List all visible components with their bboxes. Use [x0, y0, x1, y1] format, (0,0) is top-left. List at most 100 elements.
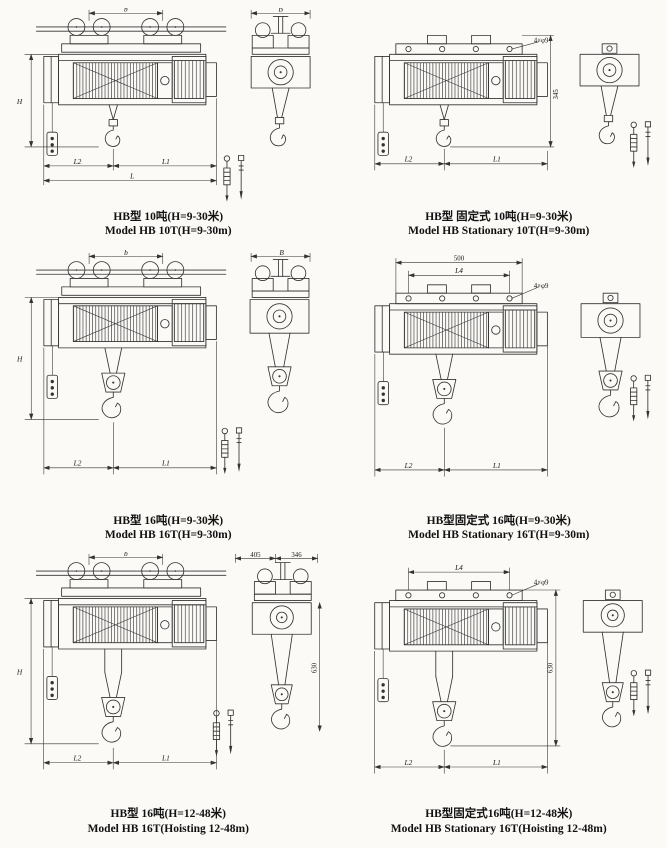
figure-hb-16t-tall: b H L2 L1 405 346 [6, 552, 331, 844]
caption-english: Model HB 16T(H=9-30m) [104, 529, 232, 542]
dim-label-b: b [124, 249, 128, 257]
lug-mounting-plate [395, 581, 523, 602]
dim-label-B: B [280, 249, 285, 257]
caption-chinese: HB型 10吨(H=9-30米) [113, 211, 224, 223]
dimensions-side: L4 4×φ9 630 L2 L1 [373, 563, 561, 774]
dim-label-L1: L1 [161, 754, 170, 763]
hook-block-assembly [432, 353, 457, 425]
caption-english: Model HB Stationary 16T(Hoisting 12-48m) [390, 822, 607, 835]
side-view [374, 581, 548, 748]
hoist-body-side-view [43, 598, 218, 701]
dim-label-b: b [124, 552, 128, 558]
hook-block-assembly [101, 347, 126, 418]
hb-10t-stationary-drawing: 4×φ9 345 L2 L1 [374, 34, 651, 171]
figure-caption: HB型 16吨(H=12-48米) Model HB 16T(Hoisting … [88, 807, 249, 836]
caption-english: Model HB 10T(H=9-30m) [104, 225, 232, 238]
dim-label-630: 630 [547, 663, 554, 674]
rope-accessories [629, 374, 651, 422]
dim-label-H: H [16, 668, 23, 677]
dim-label-L1: L1 [161, 458, 170, 467]
dim-label-405: 405 [251, 552, 262, 559]
figure-hb-10t-stationary: 4×φ9 345 L2 L1 HB型 固定式 10吨(H=9-30 [337, 8, 662, 247]
end-view-body [580, 302, 641, 417]
hook-assembly [105, 104, 121, 147]
caption-chinese: HB型 16吨(H=9-30米) [113, 514, 224, 527]
lug-mounting-plate [395, 34, 523, 55]
dim-label-L1: L1 [492, 460, 501, 469]
dimensions-side: b H L2 L1 [16, 249, 218, 475]
monorail-trolley-assembly [36, 562, 227, 598]
hook-block-assembly [431, 676, 456, 748]
monorail-trolley-assembly [36, 260, 227, 296]
rope-accessories [629, 121, 651, 169]
figure-caption: HB型 16吨(H=9-30米) Model HB 16T(H=9-30m) [105, 514, 232, 543]
end-view-trolley [251, 258, 310, 298]
side-view [374, 34, 548, 156]
dim-label-L2: L2 [403, 155, 412, 164]
hoist-body-side-view [374, 600, 548, 703]
dim-label-H: H [16, 354, 23, 363]
end-view: B [250, 8, 311, 147]
side-view [36, 260, 227, 418]
side-view [36, 562, 227, 743]
figure-hb-10t: b H L2 L1 L B [6, 8, 331, 247]
hook-assembly [435, 104, 451, 147]
dim-label-L2: L2 [403, 460, 412, 469]
dim-label-B: B [279, 8, 284, 14]
end-view [582, 589, 643, 728]
dim-label-holes: 4×φ9 [534, 38, 549, 45]
dim-label-holes: 4×φ9 [534, 283, 549, 290]
dim-label-L2: L2 [73, 754, 82, 763]
dimensions-side: 4×φ9 345 L2 L1 [374, 34, 560, 171]
dim-label-H: H [16, 97, 23, 106]
end-view-body [249, 298, 310, 413]
hb-16t-stationary-tall-drawing: L4 4×φ9 630 L2 L1 [373, 563, 651, 774]
rope-accessories [221, 427, 243, 475]
caption-chinese: HB型 16吨(H=12-48米) [110, 808, 226, 821]
dimensions-side: 500 L4 4×φ9 L2 L1 [374, 255, 549, 477]
figure-hb-16t-stationary-tall: L4 4×φ9 630 L2 L1 [337, 552, 662, 844]
dim-label-630: 630 [312, 663, 319, 674]
caption-english: Model HB Stationary 16T(H=9-30m) [408, 529, 590, 542]
caption-chinese: HB型固定式16吨(H=12-48米) [425, 808, 573, 821]
hoist-body-side-view [43, 53, 218, 156]
end-view-body [582, 600, 643, 728]
hb-16t-drawing: b H L2 L1 B [16, 249, 311, 475]
dimensions-side: b H L2 L1 L [16, 8, 218, 186]
dim-label-holes: 4×φ9 [534, 580, 549, 587]
caption-english: Model HB 16T(Hoisting 12-48m) [87, 822, 249, 835]
end-view-trolley [252, 16, 310, 55]
hb-10t-drawing: b H L2 L1 L B [16, 8, 311, 203]
end-view [580, 292, 641, 417]
dim-label-L2: L2 [73, 157, 82, 166]
dim-label-L1: L1 [492, 758, 501, 767]
dim-label-500: 500 [454, 255, 465, 262]
dim-label-L2: L2 [403, 758, 412, 767]
dim-label-L1: L1 [161, 157, 170, 166]
lug-mounting-plate [395, 284, 523, 304]
dimensions-side: b H L2 L1 [16, 552, 218, 770]
dim-label-346: 346 [292, 552, 303, 559]
figure-caption: HB型固定式 16吨(H=9-30米) Model HB Stationary … [408, 514, 589, 543]
dim-label-L1: L1 [492, 155, 501, 164]
dim-label-L: L [129, 172, 134, 181]
end-view-body [579, 53, 640, 145]
caption-chinese: HB型固定式 16吨(H=9-30米) [426, 514, 571, 527]
end-view: B [249, 249, 311, 413]
side-view [374, 284, 548, 425]
figure-caption: HB型 10吨(H=9-30米) Model HB 10T(H=9-30m) [105, 210, 232, 239]
caption-chinese: HB型 固定式 10吨(H=9-30米) [425, 211, 573, 223]
monorail-trolley-assembly [36, 18, 227, 53]
rope-accessories [629, 669, 651, 718]
dim-label-345: 345 [553, 89, 560, 100]
hoist-body-side-view [374, 302, 548, 405]
figure-caption: HB型 固定式 10吨(H=9-30米) Model HB Stationary… [408, 210, 589, 239]
hoist-body-side-view [43, 296, 218, 399]
rope-accessories [223, 154, 245, 203]
end-view-body [250, 55, 311, 147]
end-view [579, 43, 640, 145]
hoist-body-side-view [374, 53, 548, 156]
dim-label-L2: L2 [73, 458, 82, 467]
end-view-body [252, 602, 312, 730]
